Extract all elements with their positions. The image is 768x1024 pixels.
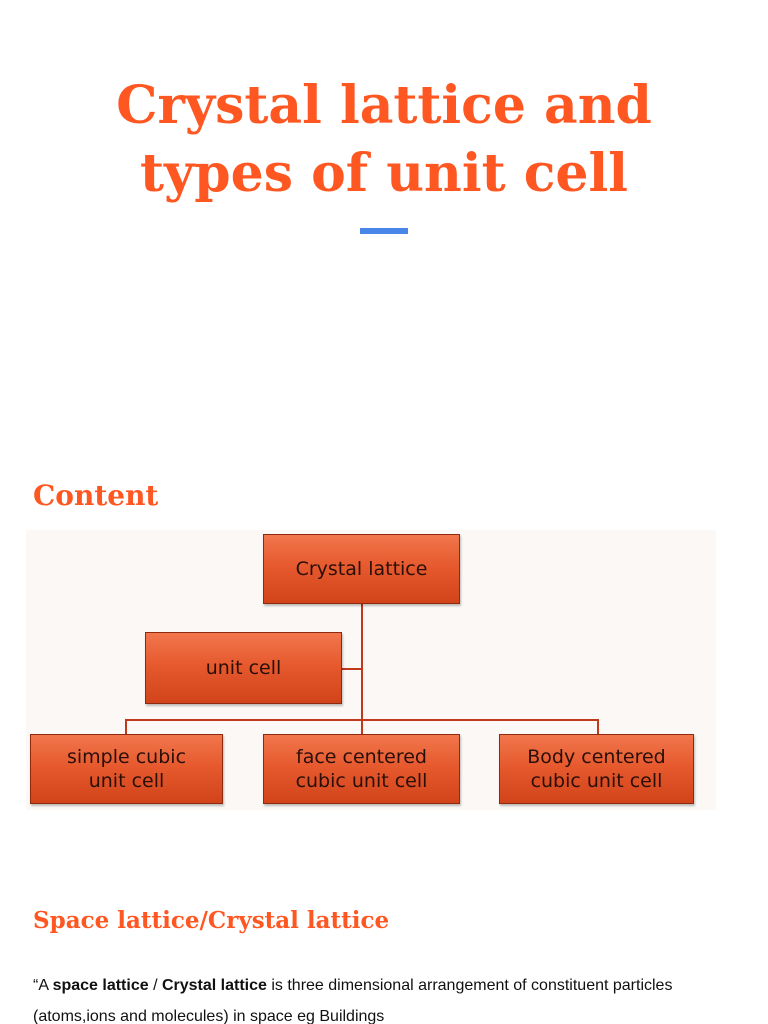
connector-leaf-3 (597, 719, 599, 734)
connector-leaf-2 (361, 719, 363, 734)
node-unit-cell: unit cell (145, 632, 342, 704)
page-title-line-1: Crystal lattice and (116, 75, 652, 136)
page-title-line-2: types of unit cell (140, 143, 628, 204)
node-crystal-lattice: Crystal lattice (263, 534, 460, 604)
definition-paragraph: “A space lattice / Crystal lattice is th… (33, 970, 743, 1024)
definition-separator: / (148, 977, 162, 994)
term-crystal-lattice: Crystal lattice (161, 977, 267, 994)
node-face-centered: face centered cubic unit cell (263, 734, 460, 804)
connector-leaf-1 (125, 719, 127, 734)
definition-open-quote: “A (33, 977, 53, 994)
term-space-lattice: space lattice (52, 977, 149, 994)
lattice-hierarchy-diagram: Crystal lattice unit cell simple cubic u… (26, 530, 716, 810)
page-title: Crystal lattice and types of unit cell (0, 72, 768, 208)
space-lattice-heading: Space lattice/Crystal lattice (33, 907, 390, 934)
connector-branch-arm (342, 668, 362, 670)
title-accent-rule (360, 228, 408, 234)
node-simple-cubic: simple cubic unit cell (30, 734, 223, 804)
connector-root-trunk (361, 604, 363, 720)
definition-rest: is three dimensional arrangement of cons… (33, 977, 673, 1024)
content-heading: Content (33, 479, 159, 512)
node-body-centered: Body centered cubic unit cell (499, 734, 694, 804)
